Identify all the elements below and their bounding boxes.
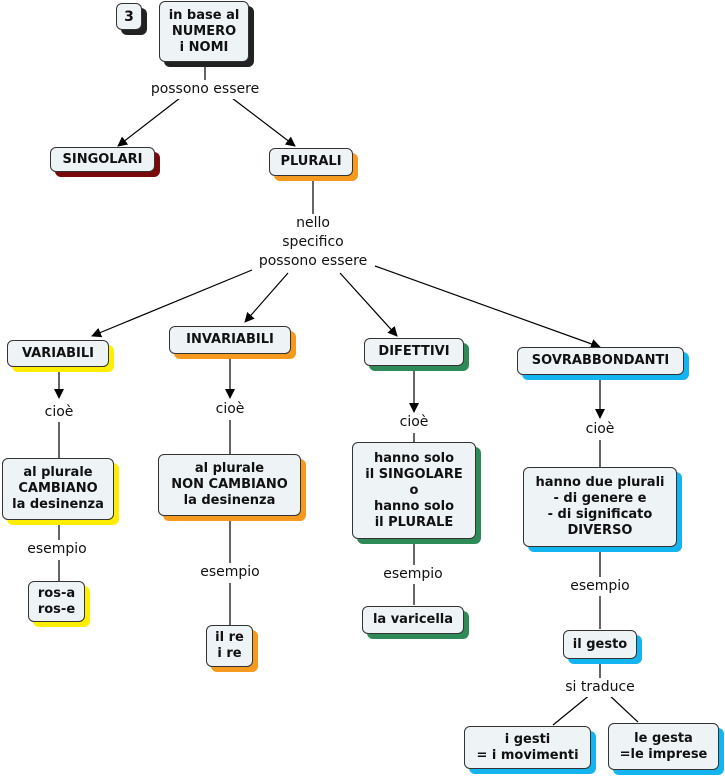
link-to-invariabili	[244, 272, 289, 323]
invariabili-example-node[interactable]: il re i re	[206, 625, 253, 667]
variabili-link-label: cioè	[42, 403, 76, 422]
link-to-sovrabbondanti	[374, 265, 601, 349]
invariabili-link-label: cioè	[213, 400, 247, 419]
root-node[interactable]: in base al NUMERO i NOMI	[159, 1, 249, 62]
variabili-example-label: esempio	[25, 540, 89, 559]
sovrabbondanti-node[interactable]: SOVRABBONDANTI	[517, 347, 684, 375]
sovrabbondanti-example-label: esempio	[568, 577, 632, 596]
link-to-plurali	[231, 97, 296, 147]
plurali-link-label: nello specifico possono essere	[256, 214, 370, 271]
link-to-variabili	[91, 269, 253, 338]
plurali-node[interactable]: PLURALI	[269, 148, 353, 176]
difettivi-example-node[interactable]: la varicella	[362, 606, 464, 634]
sovrabbondanti-definition-node[interactable]: hanno due plurali - di genere e - di sig…	[523, 467, 677, 547]
translation-node-movimenti[interactable]: i gesti = i movimenti	[464, 726, 591, 769]
difettivi-node[interactable]: DIFETTIVI	[364, 338, 464, 366]
invariabili-definition-node[interactable]: al plurale NON CAMBIANO la desinenza	[158, 454, 301, 516]
variabili-definition-node[interactable]: al plurale CAMBIANO la desinenza	[2, 458, 114, 520]
variabili-node[interactable]: VARIABILI	[7, 340, 109, 367]
map-number-badge: 3	[116, 3, 142, 30]
difettivi-link-label: cioè	[397, 413, 431, 432]
translation-link-label: si traduce	[563, 678, 637, 697]
link-to-singolari	[117, 97, 181, 147]
difettivi-example-label: esempio	[381, 565, 445, 584]
sovrabbondanti-link-label: cioè	[583, 420, 617, 439]
invariabili-example-label: esempio	[198, 563, 262, 582]
root-link-label: possono essere	[148, 80, 262, 99]
sovrabbondanti-example-node[interactable]: il gesto	[563, 630, 637, 659]
invariabili-node[interactable]: INVARIABILI	[169, 326, 291, 354]
translation-node-imprese[interactable]: le gesta =le imprese	[608, 723, 719, 770]
singolari-node[interactable]: SINGOLARI	[50, 147, 155, 172]
link-to-difettivi	[339, 272, 398, 337]
variabili-example-node[interactable]: ros-a ros-e	[28, 581, 85, 622]
difettivi-definition-node[interactable]: hanno solo il SINGOLARE o hanno solo il …	[352, 442, 476, 539]
